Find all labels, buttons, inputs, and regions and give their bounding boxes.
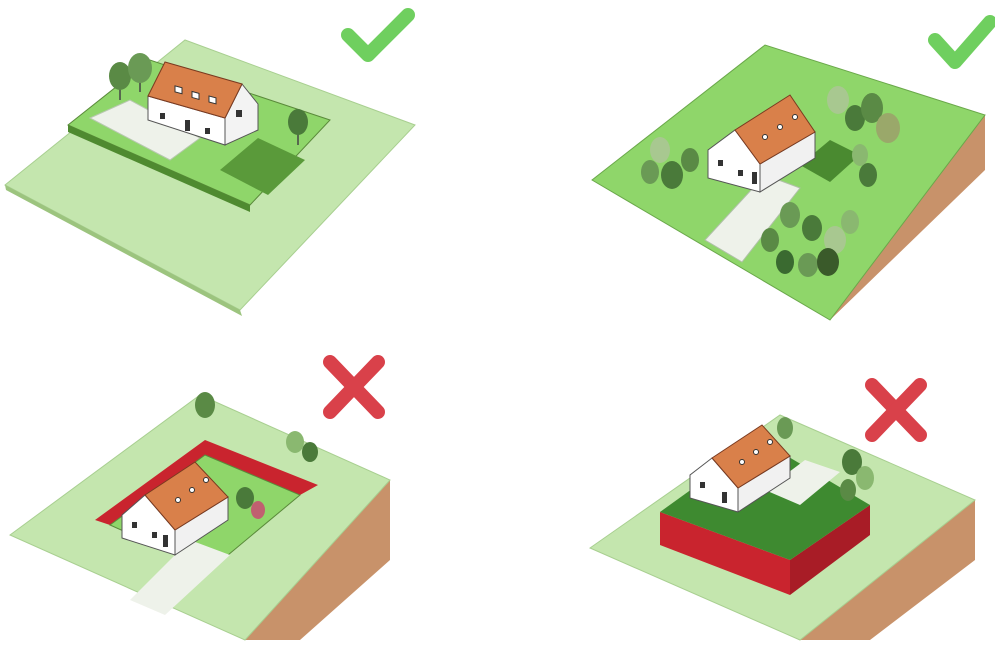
- door: [185, 120, 190, 131]
- tree: [817, 248, 839, 276]
- dormer-window: [175, 86, 182, 94]
- dormer-window: [190, 488, 195, 493]
- tree: [841, 210, 859, 234]
- door: [752, 172, 757, 184]
- tree: [802, 215, 822, 241]
- check-icon: [935, 22, 990, 62]
- tree: [288, 109, 308, 135]
- dormer-window: [754, 450, 759, 455]
- tree: [777, 417, 793, 439]
- tree: [681, 148, 699, 172]
- dormer-window: [204, 478, 209, 483]
- tree: [852, 144, 868, 166]
- cross-icon: [330, 362, 378, 412]
- tree: [302, 442, 318, 462]
- panel-bottom-left: [10, 362, 390, 640]
- tree: [780, 202, 800, 228]
- tree: [661, 161, 683, 189]
- window: [205, 128, 210, 134]
- window: [718, 160, 723, 166]
- tree: [650, 137, 670, 163]
- dormer-window: [176, 498, 181, 503]
- dormer-window: [768, 440, 773, 445]
- window: [236, 110, 242, 117]
- window: [160, 113, 165, 119]
- tree: [641, 160, 659, 184]
- tree: [195, 392, 215, 418]
- tree: [236, 487, 254, 509]
- tree: [827, 86, 849, 114]
- dormer-window: [793, 115, 798, 120]
- panel-top-left: [5, 15, 415, 316]
- window: [132, 522, 137, 528]
- window: [152, 532, 157, 538]
- dormer-window: [763, 135, 768, 140]
- check-icon: [348, 15, 408, 55]
- dormer-window: [778, 125, 783, 130]
- dormer-window: [209, 96, 216, 104]
- tree: [798, 253, 818, 277]
- dormer-window: [740, 460, 745, 465]
- door: [163, 535, 168, 547]
- tree: [776, 250, 794, 274]
- tree: [286, 431, 304, 453]
- tree: [128, 53, 152, 83]
- window: [700, 482, 705, 488]
- tree: [876, 113, 900, 143]
- door: [722, 492, 727, 503]
- tree: [856, 466, 874, 490]
- tree: [840, 479, 856, 501]
- tree: [761, 228, 779, 252]
- window: [738, 170, 743, 176]
- tree: [109, 62, 131, 90]
- panel-top-right: [592, 22, 990, 320]
- panel-bottom-right: [590, 385, 975, 640]
- dormer-window: [192, 91, 199, 99]
- tree: [859, 163, 877, 187]
- cross-icon: [872, 385, 920, 435]
- tree: [251, 501, 265, 519]
